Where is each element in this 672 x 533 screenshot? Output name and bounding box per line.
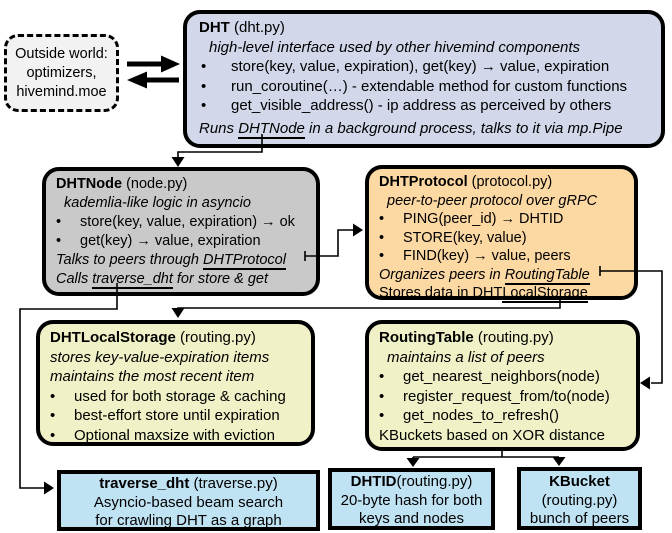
- dht-box: DHT (dht.py) high-level interface used b…: [183, 10, 665, 148]
- outside-world-line3: hivemind.moe: [16, 84, 107, 100]
- outside-world-line2: optimizers,: [26, 65, 97, 81]
- bullet-marker: •: [379, 211, 385, 227]
- dhtid-class-name: DHTID: [350, 473, 397, 490]
- routingtable-box: RoutingTable (routing.py) maintains a li…: [365, 320, 640, 451]
- bullet-marker: •: [56, 214, 62, 230]
- traverse-dht-title-line: traverse_dht (traverse.py): [61, 475, 316, 494]
- routingtable-bullet-3: •get_nodes_to_refresh(): [379, 407, 559, 424]
- dhtnode-title-line: DHTNode (node.py): [56, 175, 312, 194]
- dhtnode-footer-1: Talks to peers through DHTProtocol: [56, 252, 286, 270]
- bullet-marker: •: [50, 387, 56, 405]
- dhtnode-reference: DHTNode: [238, 119, 305, 139]
- bullet-marker: •: [50, 407, 56, 424]
- dhtid-file-name: (routing.py): [396, 473, 473, 490]
- dhtprotocol-reference: DHTProtocol: [202, 252, 286, 270]
- dhtlocalstorage-subtitle-1: stores key-value-expiration items: [50, 348, 270, 366]
- dhtlocalstorage-box: DHTLocalStorage (routing.py) stores key-…: [36, 320, 315, 446]
- dht-class-name: DHT: [199, 19, 230, 36]
- bullet-marker: •: [379, 407, 385, 424]
- dhtnode-file-name: (node.py): [122, 176, 188, 192]
- dhtnode-class-name: DHTNode: [56, 176, 123, 192]
- dht-subtitle: high-level interface used by other hivem…: [209, 38, 581, 56]
- dhtlocalstorage-bullet-1: •used for both storage & caching: [50, 387, 286, 405]
- traverse-dht-reference: traverse_dht: [92, 271, 173, 289]
- bullet-marker: •: [201, 97, 207, 114]
- bullet-marker: •: [379, 248, 385, 264]
- dhtnode-bullet-2: •get(key) → value, expiration: [56, 233, 261, 249]
- kbucket-title-line: KBucket: [521, 473, 638, 492]
- routingtable-footer: KBuckets based on XOR distance: [379, 426, 605, 444]
- dhtlocalstorage-subtitle-2: maintains the most recent item: [50, 368, 255, 385]
- dhtid-line2: keys and nodes: [358, 510, 465, 527]
- dhtprotocol-box: DHTProtocol (protocol.py) peer-to-peer p…: [365, 165, 638, 303]
- traverse-dht-function-name: traverse_dht: [99, 475, 190, 492]
- routingtable-bullet-2: •register_request_from/to(node): [379, 387, 610, 405]
- bullet-marker: •: [56, 233, 62, 249]
- dhtprotocol-title-line: DHTProtocol (protocol.py): [379, 173, 630, 192]
- dhtlocalstorage-class-name: DHTLocalStorage: [50, 329, 176, 346]
- arrow-routingtable-to-dhtid-kbucket: [406, 450, 566, 467]
- bullet-marker: •: [201, 58, 207, 75]
- dhtprotocol-bullet-1: •PING(peer_id) → DHTID: [379, 211, 564, 227]
- traverse-dht-line2: for crawling DHT as a graph: [95, 512, 282, 529]
- dhtprotocol-subtitle: peer-to-peer protocol over gRPC: [387, 192, 598, 209]
- bullet-marker: •: [379, 368, 385, 385]
- bullet-marker: •: [50, 426, 56, 444]
- routingtable-bullet-1: •get_nearest_neighbors(node): [379, 368, 600, 385]
- dht-bullet-2: •run_coroutine(…) - extendable method fo…: [201, 77, 628, 95]
- dhtid-box: DHTID(routing.py) 20-byte hash for both …: [328, 468, 495, 530]
- dhtprotocol-file-name: (protocol.py): [467, 174, 553, 190]
- dhtprotocol-class-name: DHTProtocol: [379, 174, 468, 190]
- kbucket-box: KBucket (routing.py) bunch of peers: [517, 467, 642, 530]
- localstorage-reference: LocalStorage: [502, 285, 588, 303]
- dht-footer: Runs DHTNode in a background process, ta…: [199, 119, 623, 139]
- traverse-dht-line1: Asyncio-based beam search: [93, 493, 284, 511]
- dhtlocalstorage-file-name: (routing.py): [175, 329, 256, 346]
- dhtprotocol-bullet-3: •FIND(key) → value, peers: [379, 248, 571, 264]
- outside-world-line1: Outside world:: [15, 46, 108, 62]
- traverse-dht-file-name: (traverse.py): [189, 475, 278, 492]
- dhtlocalstorage-bullet-2: •best-effort store until expiration: [50, 407, 280, 424]
- dhtlocalstorage-bullet-3: •Optional maxsize with eviction: [50, 426, 275, 444]
- routingtable-file-name: (routing.py): [473, 329, 554, 346]
- arrow-outside-to-dht: [127, 55, 180, 73]
- routingtable-class-name: RoutingTable: [379, 329, 474, 346]
- traverse-dht-box: traverse_dht (traverse.py) Asyncio-based…: [57, 470, 320, 531]
- dhtnode-box: DHTNode (node.py) kademlia-like logic in…: [42, 167, 320, 296]
- bullet-marker: •: [201, 77, 207, 95]
- dht-title-line: DHT (dht.py): [199, 18, 655, 38]
- dhtid-line1: 20-byte hash for both: [340, 491, 483, 509]
- bullet-marker: •: [379, 229, 385, 246]
- dht-file-name: (dht.py): [229, 19, 285, 36]
- dhtnode-footer-2: Calls traverse_dht for store & get: [56, 271, 268, 289]
- bullet-marker: •: [379, 387, 385, 405]
- outside-world-box: Outside world: optimizers, hivemind.moe: [4, 34, 119, 112]
- kbucket-file-name: (routing.py): [541, 491, 618, 509]
- kbucket-line1: bunch of peers: [529, 510, 630, 527]
- routingtable-title-line: RoutingTable (routing.py): [379, 328, 632, 348]
- dhtprotocol-bullet-2: •STORE(key, value): [379, 229, 527, 246]
- dhtlocalstorage-title-line: DHTLocalStorage (routing.py): [50, 328, 307, 348]
- routingtable-reference: RoutingTable: [504, 266, 590, 285]
- dht-bullet-3: •get_visible_address() - ip address as p…: [201, 97, 612, 114]
- dht-bullet-1: •store(key, value, expiration), get(key)…: [201, 58, 610, 75]
- dhtprotocol-footer-2: Stores data in DHTLocalStorage: [379, 285, 588, 303]
- kbucket-class-name: KBucket: [549, 473, 610, 490]
- dhtnode-subtitle: kademlia-like logic in asyncio: [64, 195, 251, 211]
- arrow-dht-to-outside: [127, 71, 179, 89]
- dhtprotocol-footer-1: Organizes peers in RoutingTable: [379, 266, 590, 285]
- dhtid-title-line: DHTID(routing.py): [332, 473, 491, 492]
- routingtable-subtitle: maintains a list of peers: [387, 348, 545, 366]
- dhtnode-bullet-1: •store(key, value, expiration) → ok: [56, 214, 295, 230]
